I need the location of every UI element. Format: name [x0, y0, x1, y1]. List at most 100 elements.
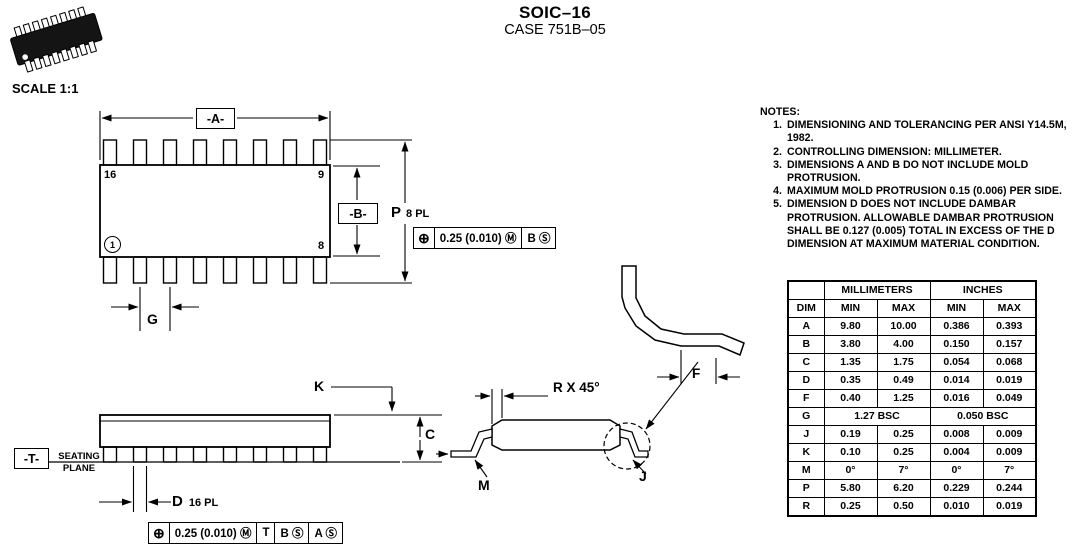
mm-min-header: MIN: [823, 299, 878, 318]
inches-header: INCHES: [929, 280, 1037, 300]
table-row: J 0.19 0.25 0.008 0.009: [787, 425, 1037, 444]
in-min-header: MIN: [929, 299, 984, 318]
note-text: DIMENSIONS A AND B DO NOT INCLUDE MOLD P…: [787, 158, 1029, 185]
lead-detail-drawing: [621, 265, 745, 357]
dimension-lines-lead-detail: [657, 350, 740, 384]
table-row: C 1.35 1.75 0.054 0.068: [787, 353, 1037, 372]
cell: 9.80: [823, 317, 878, 336]
cell: 0.019: [982, 371, 1037, 390]
cell: 0.019: [982, 497, 1037, 517]
note-item: 1. DIMENSIONING AND TOLERANCING PER ANSI…: [760, 119, 1076, 145]
isometric-package-icon: [10, 6, 103, 73]
cell: F: [787, 389, 825, 408]
fcf-tolerance: 0.25 (0.010) Ⓜ: [435, 228, 523, 248]
feature-control-frame-bottom: ⊕ 0.25 (0.010) Ⓜ T B Ⓢ A Ⓢ: [148, 522, 344, 544]
cell: 10.00: [876, 317, 931, 336]
cell: 0.35: [823, 371, 878, 390]
millimeters-header: MILLIMETERS: [823, 280, 931, 300]
cell: 0.393: [982, 317, 1037, 336]
datum-t-label: -T-: [14, 448, 49, 469]
cell: 5.80: [823, 479, 878, 498]
cell: 0.004: [929, 443, 984, 462]
table-row: B 3.80 4.00 0.150 0.157: [787, 335, 1037, 354]
scale-label: SCALE 1:1: [12, 81, 79, 96]
note-item: 2. CONTROLLING DIMENSION: MILLIMETER.: [760, 146, 1076, 159]
notes-section: NOTES: 1. DIMENSIONING AND TOLERANCING P…: [760, 106, 1076, 251]
table-group-header-row: MILLIMETERS INCHES: [787, 280, 1037, 300]
cell: K: [787, 443, 825, 462]
pin-one-dot: [22, 54, 28, 60]
left-lead: [450, 428, 493, 458]
cell: 1.27 BSC: [823, 407, 931, 426]
cell: 0.068: [982, 353, 1037, 372]
fcf-datum-t: T: [257, 523, 276, 543]
table-row: R 0.25 0.50 0.010 0.019: [787, 497, 1037, 517]
cell: 0.054: [929, 353, 984, 372]
dimension-table: MILLIMETERS INCHES DIM MIN MAX MIN MAX A…: [787, 280, 1037, 517]
pin-one-indicator: 1: [104, 236, 121, 253]
d-count-text: 16 PL: [188, 497, 219, 509]
dim-m-label: M: [478, 477, 490, 493]
pin-number-8: 8: [318, 240, 325, 252]
cell: D: [787, 371, 825, 390]
cell: 3.80: [823, 335, 878, 354]
table-row: F 0.40 1.25 0.016 0.049: [787, 389, 1037, 408]
table-column-header-row: DIM MIN MAX MIN MAX: [787, 299, 1037, 318]
cell: 0.016: [929, 389, 984, 408]
cell: 1.75: [876, 353, 931, 372]
note-number: 2.: [773, 145, 782, 158]
dimension-lines-side-view: [99, 386, 442, 512]
note-item: 5. DIMENSION D DOES NOT INCLUDE DAMBAR P…: [760, 198, 1076, 251]
table-row: G 1.27 BSC 0.050 BSC: [787, 407, 1037, 426]
feature-control-frame-top: ⊕ 0.25 (0.010) Ⓜ B Ⓢ: [413, 227, 557, 249]
cell: 7°: [982, 461, 1037, 480]
cell: 4.00: [876, 335, 931, 354]
page-title: SOIC–16: [518, 3, 592, 22]
cell: 7°: [876, 461, 931, 480]
cell: G: [787, 407, 825, 426]
note-number: 3.: [773, 158, 782, 171]
cell: 0.008: [929, 425, 984, 444]
in-max-header: MAX: [982, 299, 1037, 318]
note-text: DIMENSIONING AND TOLERANCING PER ANSI Y1…: [787, 119, 1067, 145]
cell: 0°: [823, 461, 878, 480]
cell: B: [787, 335, 825, 354]
top-view-drawing: [99, 111, 412, 331]
package-outline-top-view: [99, 164, 331, 258]
datum-b-label: -B-: [338, 203, 378, 224]
note-number: 1.: [773, 119, 782, 132]
cell: P: [787, 479, 825, 498]
true-position-icon: ⊕: [414, 228, 435, 248]
cell: 1.35: [823, 353, 878, 372]
dim-g-label: G: [147, 311, 158, 327]
cell: J: [787, 425, 825, 444]
cell: 0.244: [982, 479, 1037, 498]
cell: A: [787, 317, 825, 336]
cell: 6.20: [876, 479, 931, 498]
cell: 0.157: [982, 335, 1037, 354]
note-item: 4. MAXIMUM MOLD PROTRUSION 0.15 (0.006) …: [760, 185, 1076, 198]
notes-heading: NOTES:: [760, 106, 801, 118]
dim-r-label: R X 45°: [553, 380, 600, 395]
dimension-lines-end-view: [436, 361, 699, 478]
package-outline-side-view: [99, 414, 331, 448]
pin-number-9: 9: [318, 169, 325, 181]
detail-callout-circle: [603, 422, 651, 470]
note-item: 3. DIMENSIONS A AND B DO NOT INCLUDE MOL…: [760, 159, 1076, 185]
mm-max-header: MAX: [876, 299, 931, 318]
cell: 0.25: [876, 443, 931, 462]
package-outline-end-view: [491, 419, 621, 451]
cell: R: [787, 497, 825, 517]
end-view-drawing: [436, 265, 745, 478]
dim-j-label: J: [639, 468, 647, 484]
package-body: [10, 12, 103, 66]
pin-number-16: 16: [104, 169, 117, 181]
cell: 0.49: [876, 371, 931, 390]
page-subtitle: CASE 751B–05: [504, 22, 606, 38]
cell: 1.25: [876, 389, 931, 408]
cell: 0.229: [929, 479, 984, 498]
cell: 0.50: [876, 497, 931, 517]
cell: 0.25: [876, 425, 931, 444]
fcf-datum-b: B Ⓢ: [527, 233, 551, 245]
